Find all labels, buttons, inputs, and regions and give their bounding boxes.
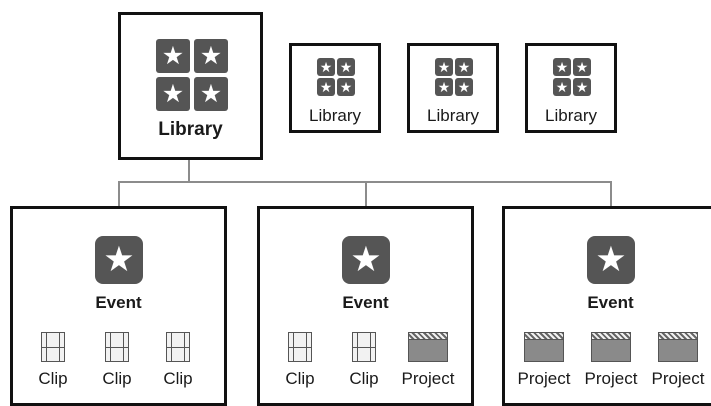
film-strip-icon — [105, 332, 129, 362]
clapper-icon — [591, 332, 631, 362]
item-label: Project — [584, 369, 638, 388]
library-small-box: ★ ★ ★ ★ Library — [407, 43, 499, 133]
clapper-icon — [658, 332, 698, 362]
event-box: ★ Event Clip Clip Clip — [10, 206, 227, 406]
library-small-box: ★ ★ ★ ★ Library — [525, 43, 617, 133]
star-grid-icon: ★ ★ ★ ★ — [317, 58, 355, 96]
star-icon: ★ — [587, 236, 635, 284]
event-box: ★ Event Clip Clip Project — [257, 206, 474, 406]
item-label: Project — [517, 369, 571, 388]
film-strip-icon — [41, 332, 65, 362]
film-strip-icon — [288, 332, 312, 362]
star-icon: ★ — [95, 236, 143, 284]
clapper-icon — [408, 332, 448, 362]
star-icon: ★ — [342, 236, 390, 284]
library-small-label: Library — [427, 106, 479, 125]
library-main-label: Library — [158, 119, 223, 140]
event-box: ★ Event Project Project Project — [502, 206, 711, 406]
item-label: Clip — [163, 369, 193, 388]
event-label: Event — [342, 293, 389, 312]
star-grid-icon: ★ ★ ★ ★ — [553, 58, 591, 96]
library-small-box: ★ ★ ★ ★ Library — [289, 43, 381, 133]
film-strip-icon — [352, 332, 376, 362]
connector-library-stem — [188, 159, 190, 182]
connector-event-3 — [610, 181, 612, 207]
event-label: Event — [587, 293, 634, 312]
item-label: Project — [651, 369, 705, 388]
library-small-label: Library — [309, 106, 361, 125]
connector-event-2 — [365, 181, 367, 207]
item-label: Clip — [102, 369, 132, 388]
item-label: Clip — [285, 369, 315, 388]
connector-event-1 — [118, 181, 120, 207]
item-label: Clip — [349, 369, 379, 388]
item-label: Project — [401, 369, 455, 388]
star-grid-icon: ★ ★ ★ ★ — [435, 58, 473, 96]
library-main-box: ★ ★ ★ ★ Library — [118, 12, 263, 160]
clapper-icon — [524, 332, 564, 362]
event-label: Event — [95, 293, 142, 312]
item-label: Clip — [38, 369, 68, 388]
star-grid-icon: ★ ★ ★ ★ — [156, 39, 228, 111]
library-small-label: Library — [545, 106, 597, 125]
film-strip-icon — [166, 332, 190, 362]
